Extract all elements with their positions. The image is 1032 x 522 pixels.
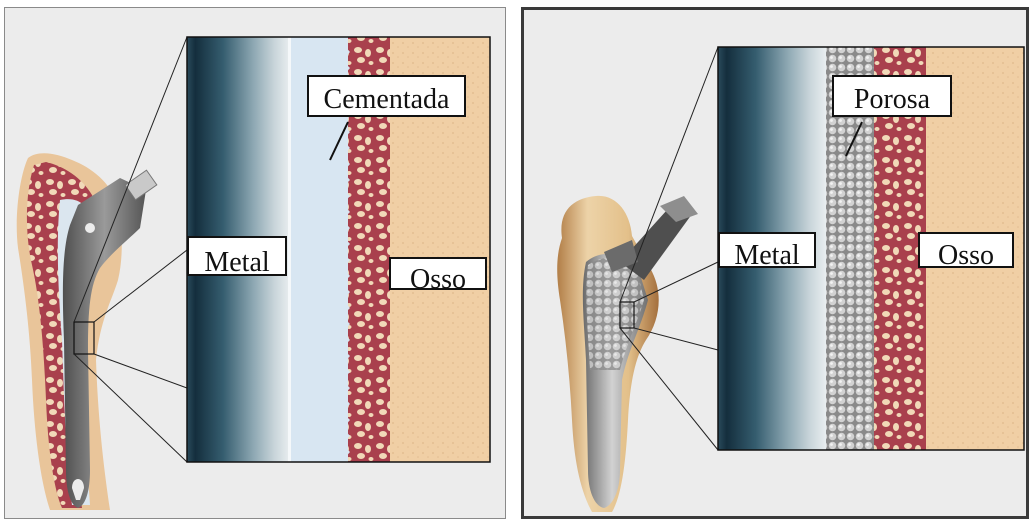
right-metal-label: Metal xyxy=(718,232,816,268)
left-hip-stem xyxy=(63,170,157,508)
left-bone-label: Osso xyxy=(389,257,487,290)
right-bone-label: Osso xyxy=(918,232,1014,268)
cemented-interface-label: Cementada xyxy=(307,75,466,117)
right-femur xyxy=(557,196,698,512)
porous-interface-label: Porosa xyxy=(832,75,952,117)
left-metal-label: Metal xyxy=(187,236,287,276)
